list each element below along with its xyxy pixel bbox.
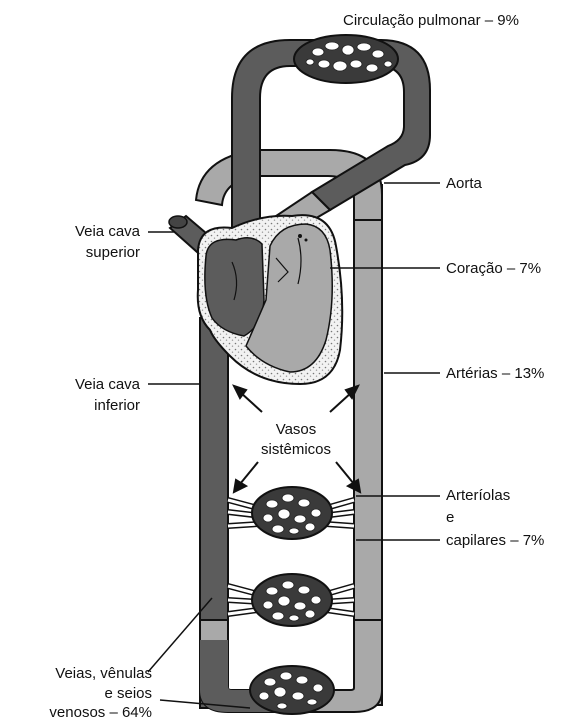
label-systemic-vessels-line1: Vasos (246, 420, 346, 439)
capillary-bed-1 (228, 487, 354, 539)
capillary-bed-2 (228, 574, 354, 626)
capillary-bed-3 (250, 666, 334, 714)
label-heart: Coração – 7% (446, 259, 541, 278)
label-veins-line1: Veias, vênulas (20, 664, 152, 683)
label-superior-vena-cava-line2: superior (40, 243, 140, 262)
label-veins-line2: e seios (20, 684, 152, 703)
label-pulmonary-circulation: Circulação pulmonar – 9% (343, 11, 519, 30)
label-aorta: Aorta (446, 174, 482, 193)
label-arterioles-line2: e (446, 508, 454, 527)
label-inferior-vena-cava-line1: Veia cava (40, 375, 140, 394)
label-inferior-vena-cava-line2: inferior (40, 396, 140, 415)
label-arterioles-line3: capilares – 7% (446, 531, 544, 550)
label-veins-line3: venosos – 64% (20, 703, 152, 722)
systemic-arrows (234, 386, 360, 492)
label-systemic-vessels-line2: sistêmicos (246, 440, 346, 459)
label-arterioles-line1: Arteríolas (446, 486, 510, 505)
label-superior-vena-cava-line1: Veia cava (40, 222, 140, 241)
pulmonary-loop (232, 35, 430, 240)
label-arteries: Artérias – 13% (446, 364, 544, 383)
